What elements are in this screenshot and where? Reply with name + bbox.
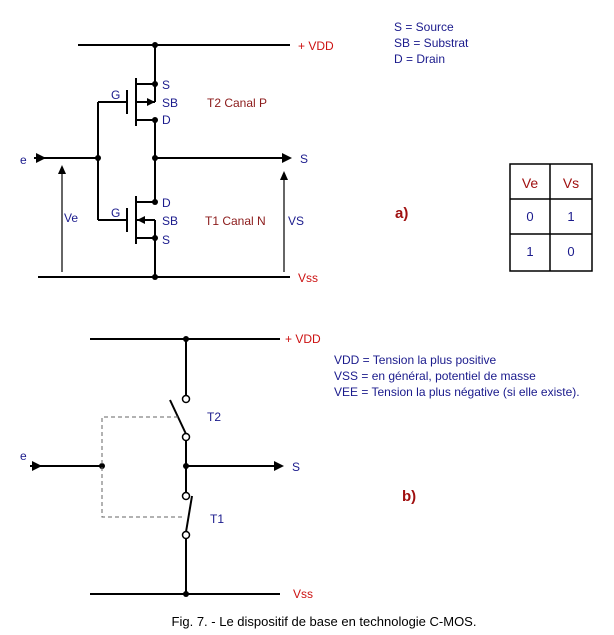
legend-substrat: SB = Substrat [394, 36, 469, 50]
t1-drain-label: D [162, 196, 171, 210]
legend-source: S = Source [394, 20, 454, 34]
t1-switch-label: T1 [210, 512, 224, 526]
tag-a: a) [395, 205, 408, 222]
table-header-ve: Ve [522, 175, 539, 191]
table-header-vs: Vs [563, 175, 579, 191]
output-label-b: S [292, 460, 300, 474]
vdd-label-a: + VDD [298, 39, 334, 53]
input-label-b: e [20, 449, 27, 463]
circuit-a: + VDD Vss G S SB D T2 Canal P [20, 39, 408, 285]
vdd-label-b: + VDD [285, 332, 321, 346]
t2-substrat-label: SB [162, 96, 178, 110]
legend-drain: D = Drain [394, 52, 445, 66]
truth-table: Ve Vs 0 1 1 0 [509, 163, 593, 272]
legend-vee: VEE = Tension la plus négative (si elle … [334, 385, 580, 399]
t2-gate-label: G [111, 88, 120, 102]
t1-source-label: S [162, 233, 170, 247]
transistor-t2: G S SB D T2 Canal P [98, 78, 267, 158]
t1-channel-label: T1 Canal N [205, 214, 266, 228]
tag-b: b) [402, 488, 416, 505]
transistor-t1: G D SB S T1 Canal N [98, 158, 266, 277]
t2-switch-label: T2 [207, 410, 221, 424]
vss-label-a: Vss [298, 271, 318, 285]
circuit-b: + VDD Vss T2 S T1 e b) [20, 332, 416, 601]
ve-label: Ve [64, 211, 78, 225]
legend-vss: VSS = en général, potentiel de masse [334, 369, 536, 383]
output-label-a: S [300, 152, 308, 166]
t1-substrat-label: SB [162, 214, 178, 228]
t2-drain-label: D [162, 113, 171, 127]
t1-gate-label: G [111, 206, 120, 220]
control-link [101, 416, 182, 518]
legend-top: S = Source SB = Substrat D = Drain [394, 20, 469, 66]
table-cell: 1 [567, 209, 574, 224]
table-cell: 1 [526, 244, 533, 259]
table-cell: 0 [567, 244, 574, 259]
input-label-a: e [20, 153, 27, 167]
vss-label-b: Vss [293, 587, 313, 601]
t2-source-label: S [162, 78, 170, 92]
legend-bottom: VDD = Tension la plus positive VSS = en … [334, 353, 580, 399]
legend-vdd: VDD = Tension la plus positive [334, 353, 497, 367]
figure-caption: Fig. 7. - Le dispositif de base en techn… [172, 614, 477, 629]
table-cell: 0 [526, 209, 533, 224]
switch-t1 [185, 495, 193, 533]
t2-channel-label: T2 Canal P [207, 96, 267, 110]
vs-label: VS [288, 214, 304, 228]
